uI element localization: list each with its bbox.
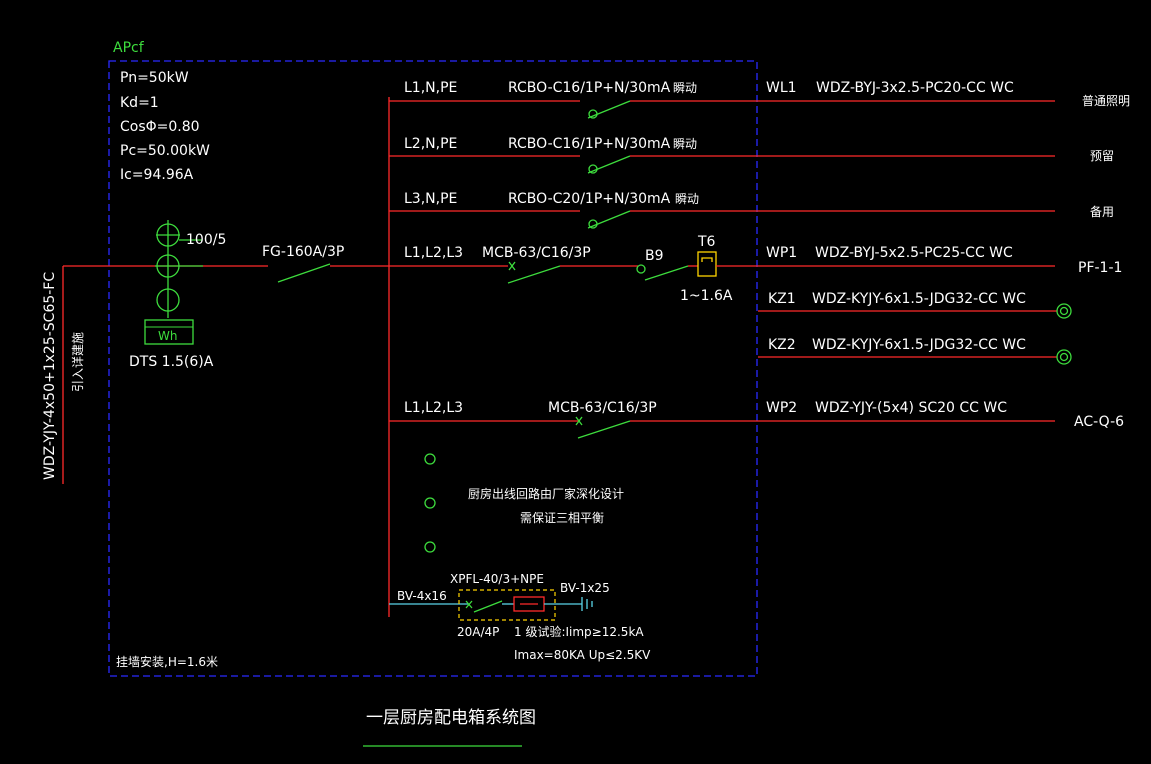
control1-id: KZ1 <box>768 291 796 307</box>
placeholder-circle-1 <box>424 453 436 465</box>
circuit7-breaker-icon <box>575 416 631 439</box>
main-switch-icon <box>277 263 331 283</box>
incoming-cable-label: WDZ-YJY-4x50+1x25-SC65-FC <box>42 272 58 480</box>
circuit4-breaker: MCB-63/C16/3P <box>482 245 591 261</box>
meter-label: Wh <box>158 329 177 343</box>
spd-breaker: 20A/4P <box>457 625 499 639</box>
circuit2-phase: L2,N,PE <box>404 136 457 152</box>
circuit7-id: WP2 <box>766 400 797 416</box>
param-ic: Ic=94.96A <box>120 167 194 183</box>
spd-frame <box>458 589 556 621</box>
spd-wire-in: BV-4x16 <box>397 589 447 603</box>
placeholder-circle-3 <box>424 541 436 553</box>
circuit3-breaker: RCBO-C20/1P+N/30mA <box>508 191 671 207</box>
ct-ratio: 100/5 <box>186 232 226 248</box>
circuit2-breaker-icon <box>587 155 631 174</box>
control1-terminal-icon <box>1056 303 1072 319</box>
circuit3-phase: L3,N,PE <box>404 191 457 207</box>
param-cos: CosΦ=0.80 <box>120 119 200 135</box>
circuit4-relay: T6 <box>697 234 716 250</box>
circuit1-cable: WDZ-BYJ-3x2.5-PC20-CC WC <box>816 80 1014 96</box>
meter-icon <box>144 319 194 345</box>
circuit2-breaker: RCBO-C16/1P+N/30mA <box>508 136 671 152</box>
control2-cable: WDZ-KYJY-6x1.5-JDG32-CC WC <box>812 337 1026 353</box>
panel-name: APcf <box>113 40 145 56</box>
circuit3-breaker-icon <box>587 210 631 229</box>
control1-cable: WDZ-KYJY-6x1.5-JDG32-CC WC <box>812 291 1026 307</box>
circuit4-phase: L1,L2,L3 <box>404 245 463 261</box>
spd-model: XPFL-40/3+NPE <box>450 572 544 586</box>
param-kd: Kd=1 <box>120 95 159 111</box>
surge-arrester-icon <box>513 596 545 612</box>
circuit4-breaker-icon <box>507 261 561 284</box>
control2-terminal-icon <box>1056 349 1072 365</box>
param-pc: Pc=50.00kW <box>120 143 210 159</box>
spd-spec1: 1 级试验:Iimp≥12.5kA <box>514 624 644 639</box>
circuit4-relay-range: 1~1.6A <box>680 288 733 304</box>
spd-wire-out: BV-1x25 <box>560 581 610 595</box>
kitchen-note-line2: 需保证三相平衡 <box>520 511 604 525</box>
circuit1-breaker: RCBO-C16/1P+N/30mA <box>508 80 671 96</box>
meter-model: DTS 1.5(6)A <box>129 354 214 370</box>
circuit1-phase: L1,N,PE <box>404 80 457 96</box>
ground-icon <box>581 597 593 611</box>
control2-id: KZ2 <box>768 337 796 353</box>
thermal-relay-icon <box>697 251 717 277</box>
circuit1-load: 普通照明 <box>1082 94 1130 108</box>
contactor-icon <box>636 264 689 281</box>
circuit4-id: WP1 <box>766 245 797 261</box>
placeholder-circle-2 <box>424 497 436 509</box>
spd-switch-icon <box>465 600 503 613</box>
circuit7-breaker: MCB-63/C16/3P <box>548 400 657 416</box>
circuit7-cable: WDZ-YJY-(5x4) SC20 CC WC <box>815 400 1007 416</box>
circuit4-cable: WDZ-BYJ-5x2.5-PC25-CC WC <box>815 245 1013 261</box>
circuit4-contactor: B9 <box>645 248 664 264</box>
current-transformer-icon <box>155 220 203 318</box>
kitchen-note-line1: 厨房出线回路由厂家深化设计 <box>468 486 624 501</box>
circuit4-load: PF-1-1 <box>1078 260 1122 276</box>
circuit2-trip: 瞬动 <box>673 137 697 151</box>
circuit1-trip: 瞬动 <box>673 81 697 95</box>
circuit3-load: 备用 <box>1090 205 1114 219</box>
diagram-title: 一层厨房配电箱系统图 <box>366 708 536 728</box>
panel-boundary <box>108 60 758 677</box>
circuit1-id: WL1 <box>766 80 797 96</box>
incoming-note: 引入详建施 <box>70 332 85 392</box>
spd-spec2: Imax=80KA Up≤2.5KV <box>514 648 651 662</box>
circuit3-trip: 瞬动 <box>675 192 699 206</box>
circuit1-breaker-icon <box>587 100 631 119</box>
circuit2-load: 预留 <box>1090 149 1114 163</box>
param-pn: Pn=50kW <box>120 70 189 86</box>
circuit7-phase: L1,L2,L3 <box>404 400 463 416</box>
circuit7-load: AC-Q-6 <box>1074 414 1124 430</box>
main-switch-label: FG-160A/3P <box>262 244 344 260</box>
install-note: 挂墙安装,H=1.6米 <box>116 654 218 669</box>
